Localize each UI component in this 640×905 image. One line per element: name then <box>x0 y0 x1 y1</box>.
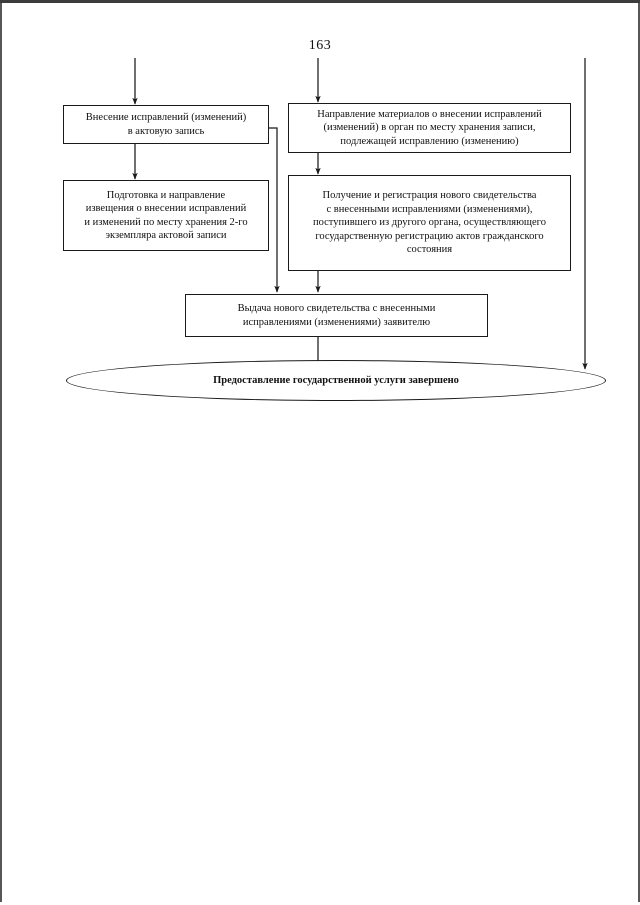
scan-edge-right <box>638 2 640 902</box>
flow-node-service-complete-label: Предоставление государственной услуги за… <box>213 375 459 386</box>
flow-node-receive-cert: Получение и регистрация нового свидетель… <box>288 175 571 271</box>
flow-node-issue-cert-label: Выдача нового свидетельства с внесенными… <box>237 303 436 328</box>
scan-edge-top <box>0 0 640 3</box>
connector-amend-to-issue <box>269 127 280 293</box>
flow-node-issue-cert: Выдача нового свидетельства с внесенными… <box>185 294 488 337</box>
flow-node-send-materials: Направление материалов о внесении исправ… <box>288 103 571 153</box>
flow-node-notice-prep-label: Подготовка и направление извещения о вне… <box>84 189 248 241</box>
flow-node-receive-cert-label: Получение и регистрация нового свидетель… <box>313 190 546 256</box>
scan-edge-left <box>0 2 2 902</box>
page-number: 163 <box>308 38 332 53</box>
flow-node-notice-prep: Подготовка и направление извещения о вне… <box>63 180 269 251</box>
flow-node-send-materials-label: Направление материалов о внесении исправ… <box>317 108 542 147</box>
flow-node-amend-record-label: Внесение исправлений (изменений) в актов… <box>85 112 247 137</box>
flow-node-service-complete: Предоставление государственной услуги за… <box>66 360 606 401</box>
flow-node-amend-record: Внесение исправлений (изменений) в актов… <box>63 105 269 144</box>
